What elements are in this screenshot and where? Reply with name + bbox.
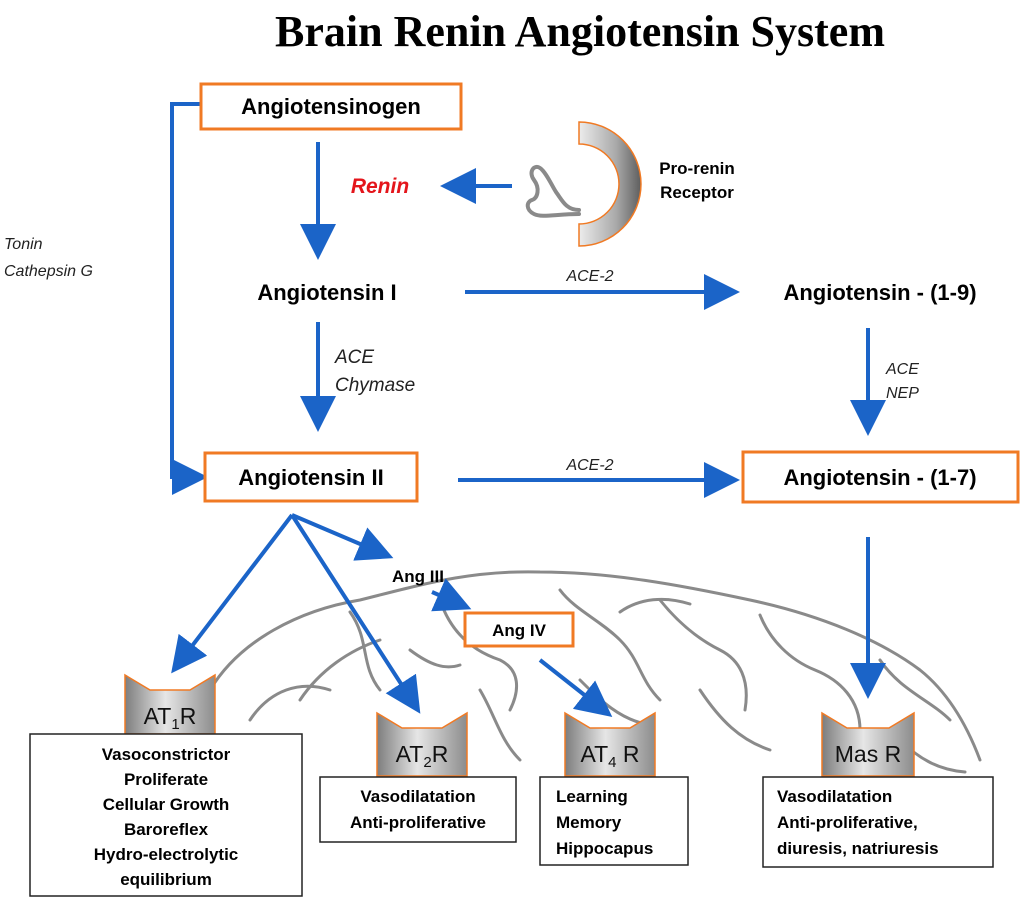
at1r-effect-3: Cellular Growth — [103, 795, 230, 814]
at4r-label: AT4 R — [580, 741, 639, 771]
cathepsin-g-label: Cathepsin G — [4, 263, 93, 280]
arrow-angiotensin-ii-to-at1r — [171, 513, 294, 674]
arrow-ang-iv-to-at4r — [538, 658, 613, 717]
angiotensin-ii-box — [203, 451, 419, 503]
at1r-effect-5: Hydro-electrolytic — [94, 845, 239, 864]
angiotensin-ii-label: Angiotensin II — [238, 465, 383, 490]
at1r-effect-6: equilibrium — [120, 870, 212, 889]
renin-label: Renin — [351, 175, 409, 198]
tonin-label: Tonin — [4, 236, 43, 253]
ang-iv-label: Ang IV — [492, 621, 546, 640]
at2r-effect-2: Anti-proliferative — [350, 813, 486, 832]
arrow-angiotensin-ii-to-at2r — [290, 513, 421, 714]
mas-r-effect-3: diuresis, natriuresis — [777, 839, 939, 858]
arrow-ang-iii-to-ang-iv — [431, 578, 472, 612]
receptor-mas-r: Mas R — [821, 711, 915, 777]
ace2-bottom-label: ACE-2 — [565, 457, 613, 474]
angiotensin-1-7-label: Angiotensin - (1-7) — [783, 465, 976, 490]
mas-r-effect-1: Vasodilatation — [777, 787, 892, 806]
at1r-effects-box — [29, 733, 303, 897]
prorenin-receptor-label-2: Receptor — [660, 183, 734, 202]
at4r-effect-1: Learning — [556, 787, 628, 806]
angiotensinogen-label: Angiotensinogen — [241, 94, 421, 119]
at2r-effects-box — [319, 776, 517, 843]
ang-iv-box — [463, 611, 575, 648]
receptor-at4r: AT4 R — [564, 711, 656, 777]
arrow-tonin-bypass — [170, 102, 208, 495]
angiotensin-1-9-label: Angiotensin - (1-9) — [783, 280, 976, 305]
diagram-title: Brain Renin Angiotensin System — [275, 7, 885, 56]
at1r-effect-4: Baroreflex — [124, 820, 209, 839]
angiotensinogen-box — [199, 82, 463, 131]
angiotensin-i-label: Angiotensin I — [257, 280, 396, 305]
prorenin-receptor-label: Pro-renin — [659, 159, 735, 178]
at1r-label: AT1R — [144, 703, 197, 733]
at4r-effect-2: Memory — [556, 813, 622, 832]
at1r-effect-1: Vasoconstrictor — [102, 745, 231, 764]
prorenin-receptor-icon — [525, 121, 642, 247]
chymase-label: Chymase — [335, 375, 415, 396]
at2r-effect-1: Vasodilatation — [360, 787, 475, 806]
ace-nep-ace-label: ACE — [885, 361, 919, 378]
mas-r-label: Mas R — [835, 741, 901, 767]
at4r-effects-box — [539, 776, 689, 866]
at4r-effect-3: Hippocapus — [556, 839, 653, 858]
mas-r-effect-2: Anti-proliferative, — [777, 813, 918, 832]
at1r-effect-2: Proliferate — [124, 770, 208, 789]
angiotensin-1-7-box — [741, 450, 1020, 504]
at2r-label: AT2R — [396, 741, 449, 771]
nep-label: NEP — [886, 385, 919, 402]
mas-r-effects-box — [762, 776, 994, 868]
ace-label: ACE — [334, 347, 374, 368]
ang-iii-label: Ang III — [392, 567, 444, 586]
arrow-angiotensin-ii-to-ang-iii — [291, 513, 394, 561]
ace2-top-label: ACE-2 — [565, 268, 613, 285]
receptor-at2r: AT2R — [376, 711, 468, 777]
receptor-at1r: AT1R — [124, 673, 216, 735]
pathway-arrows — [170, 102, 886, 717]
